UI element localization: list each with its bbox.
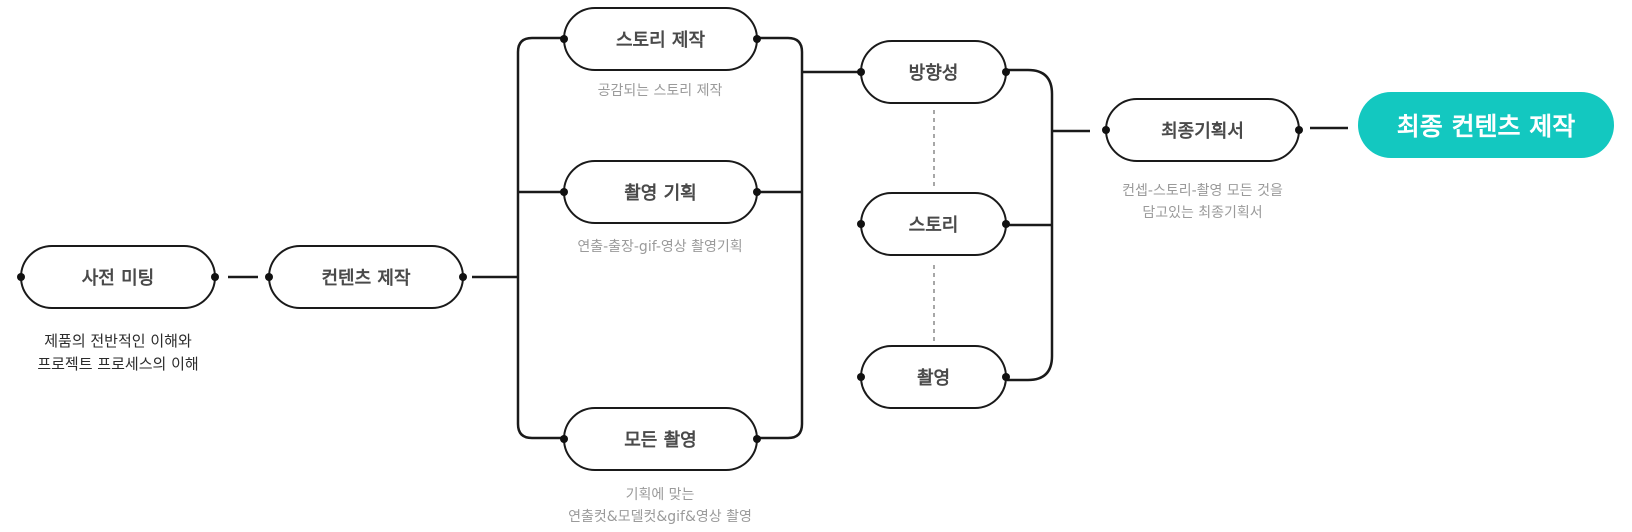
connector-dot bbox=[1002, 68, 1010, 76]
connector-dot bbox=[857, 68, 865, 76]
connector-dot bbox=[17, 273, 25, 281]
connector-dot bbox=[1002, 220, 1010, 228]
node-label: 사전 미팅 bbox=[81, 268, 155, 289]
story-production-description: 공감되는 스토리 제작 bbox=[530, 80, 790, 102]
connector-dot bbox=[560, 188, 568, 196]
connector-dot bbox=[753, 435, 761, 443]
pre-meeting-description: 제품의 전반적인 이해와 프로젝트 프로세스의 이해 bbox=[18, 330, 218, 376]
node-story-production: 스토리 제작 bbox=[560, 7, 761, 71]
description-line: 기획에 맞는 bbox=[625, 487, 695, 503]
description-line: 공감되는 스토리 제작 bbox=[597, 83, 723, 99]
node-label: 컨텐츠 제작 bbox=[321, 268, 411, 289]
all-shooting-description: 기획에 맞는 연출컷&모델컷&gif&영상 촬영 bbox=[510, 484, 810, 528]
connector-dot bbox=[857, 220, 865, 228]
bracket-left bbox=[516, 36, 563, 440]
final-plan-description: 컨셉-스토리-촬영 모든 것을 담고있는 최종기획서 bbox=[1070, 180, 1335, 224]
node-label: 최종 컨텐츠 제작 bbox=[1396, 112, 1576, 141]
node-label: 촬영 bbox=[916, 368, 951, 389]
connector-dot bbox=[753, 35, 761, 43]
node-label: 방향성 bbox=[908, 63, 959, 84]
connector-dot bbox=[1002, 373, 1010, 381]
shoot-planning-description: 연출-출장-gif-영상 촬영기획 bbox=[520, 236, 800, 258]
node-label: 촬영 기획 bbox=[624, 183, 697, 204]
connector-dot bbox=[265, 273, 273, 281]
node-content-production: 컨텐츠 제작 bbox=[265, 245, 467, 309]
node-shooting: 촬영 bbox=[857, 345, 1010, 409]
connector-dot bbox=[1102, 126, 1110, 134]
connector-dot bbox=[560, 435, 568, 443]
node-final-plan: 최종기획서 bbox=[1102, 98, 1303, 162]
description-line: 연출컷&모델컷&gif&영상 촬영 bbox=[568, 509, 752, 525]
node-shoot-planning: 촬영 기획 bbox=[560, 160, 761, 224]
node-label: 스토리 제작 bbox=[615, 30, 706, 51]
node-label: 최종기획서 bbox=[1161, 121, 1244, 142]
description-line: 제품의 전반적인 이해와 bbox=[44, 332, 192, 350]
connector-dot bbox=[753, 188, 761, 196]
description-line: 담고있는 최종기획서 bbox=[1142, 205, 1263, 221]
connector-dot bbox=[1295, 126, 1303, 134]
connector-dot bbox=[211, 273, 219, 281]
node-pre-meeting: 사전 미팅 bbox=[17, 245, 219, 309]
connector-dot bbox=[857, 373, 865, 381]
node-label: 스토리 bbox=[908, 215, 959, 236]
description-line: 컨셉-스토리-촬영 모든 것을 bbox=[1122, 183, 1283, 199]
node-direction: 방향성 bbox=[857, 40, 1010, 104]
connector-dot bbox=[459, 273, 467, 281]
node-story: 스토리 bbox=[857, 192, 1010, 256]
connector-dot bbox=[560, 35, 568, 43]
description-line: 연출-출장-gif-영상 촬영기획 bbox=[577, 239, 743, 255]
node-label: 모든 촬영 bbox=[624, 430, 697, 451]
bracket-middle-right bbox=[758, 36, 804, 440]
description-line: 프로젝트 프로세스의 이해 bbox=[37, 355, 199, 373]
node-all-shooting: 모든 촬영 bbox=[560, 407, 761, 471]
node-final-content: 최종 컨텐츠 제작 bbox=[1358, 92, 1614, 158]
